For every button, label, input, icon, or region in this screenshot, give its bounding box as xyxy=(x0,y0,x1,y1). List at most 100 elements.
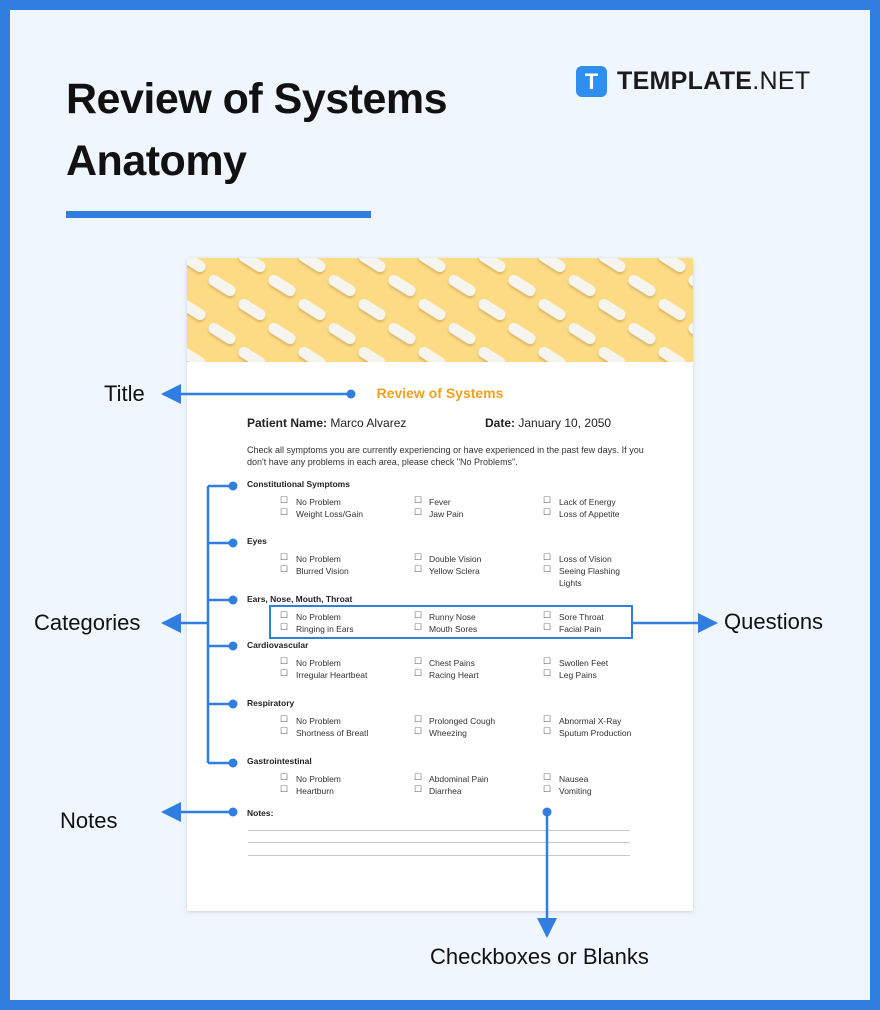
symptom-option: Wheezing xyxy=(429,728,467,738)
checkbox[interactable]: ☐ xyxy=(543,784,552,794)
pill-shape xyxy=(416,296,448,323)
checkbox[interactable]: ☐ xyxy=(543,668,552,678)
pill-shape xyxy=(236,258,268,275)
pill-shape xyxy=(187,344,208,362)
pill-banner-image xyxy=(187,258,693,362)
callout-categories: Categories xyxy=(34,610,141,635)
pill-shape xyxy=(266,272,298,299)
symptom-option: Seeing Flashing Lights xyxy=(559,566,620,588)
symptom-option: Facial Pain xyxy=(559,624,602,634)
brand-logo: T TEMPLATE.NET xyxy=(576,66,810,97)
checkbox[interactable]: ☐ xyxy=(414,656,423,666)
checkbox[interactable]: ☐ xyxy=(280,507,289,517)
symptom-option: Nausea xyxy=(559,774,589,784)
pill-shape xyxy=(536,296,568,323)
symptom-option: No Problem xyxy=(296,497,341,507)
pill-shape xyxy=(296,258,328,275)
symptom-option: Sputum Production xyxy=(559,728,632,738)
brand-name: TEMPLATE.NET xyxy=(617,67,810,96)
symptom-option: Sore Throat xyxy=(559,612,604,622)
pill-shape xyxy=(506,272,538,299)
pill-shape xyxy=(386,272,418,299)
category-heading: Ears, Nose, Mouth, Throat xyxy=(247,594,353,604)
pill-shape xyxy=(326,320,358,347)
checkbox[interactable]: ☐ xyxy=(414,564,423,574)
symptom-option: Blurred Vision xyxy=(296,566,349,576)
checkbox[interactable]: ☐ xyxy=(543,552,552,562)
checkbox[interactable]: ☐ xyxy=(543,495,552,505)
checkbox[interactable]: ☐ xyxy=(543,622,552,632)
symptom-option: Leg Pains xyxy=(559,670,597,680)
pill-shape xyxy=(236,344,268,362)
notes-line xyxy=(248,842,630,843)
symptom-option: No Problem xyxy=(296,774,341,784)
symptom-option: Mouth Sores xyxy=(429,624,478,634)
pill-shape xyxy=(596,296,628,323)
symptom-option: Jaw Pain xyxy=(429,509,464,519)
checkbox[interactable]: ☐ xyxy=(414,726,423,736)
checkbox[interactable]: ☐ xyxy=(414,507,423,517)
callout-title: Title xyxy=(104,381,145,406)
symptom-option: Vomiting xyxy=(559,786,592,796)
checkbox[interactable]: ☐ xyxy=(280,610,289,620)
checkbox[interactable]: ☐ xyxy=(414,784,423,794)
document-preview: Review of Systems Patient Name: Marco Al… xyxy=(187,258,693,911)
checkbox[interactable]: ☐ xyxy=(280,622,289,632)
callout-checkboxes: Checkboxes or Blanks xyxy=(430,944,649,969)
symptom-option: Chest Pains xyxy=(429,658,475,668)
symptom-option: Loss of Appetite xyxy=(559,509,620,519)
category-heading: Cardiovascular xyxy=(247,640,309,650)
checkbox[interactable]: ☐ xyxy=(280,726,289,736)
symptom-option: Shortness of Breatl xyxy=(296,728,369,738)
checkbox[interactable]: ☐ xyxy=(543,772,552,782)
patient-name-label: Patient Name: xyxy=(247,416,328,430)
pill-shape xyxy=(187,258,208,275)
callout-questions: Questions xyxy=(724,609,824,634)
pill-shape xyxy=(476,258,508,275)
pill-shape xyxy=(356,258,388,275)
category-heading: Constitutional Symptoms xyxy=(247,479,350,489)
checkbox[interactable]: ☐ xyxy=(543,564,552,574)
pill-shape xyxy=(187,296,208,323)
checkbox[interactable]: ☐ xyxy=(280,552,289,562)
pill-shape xyxy=(446,272,478,299)
pill-shape xyxy=(596,258,628,275)
checkbox[interactable]: ☐ xyxy=(543,610,552,620)
checkbox[interactable]: ☐ xyxy=(414,772,423,782)
checkbox[interactable]: ☐ xyxy=(414,552,423,562)
pill-shape xyxy=(206,272,238,299)
checkbox[interactable]: ☐ xyxy=(280,784,289,794)
category-heading: Respiratory xyxy=(247,698,295,708)
checkbox[interactable]: ☐ xyxy=(414,610,423,620)
notes-label: Notes: xyxy=(247,808,274,818)
checkbox[interactable]: ☐ xyxy=(543,714,552,724)
checkbox[interactable]: ☐ xyxy=(280,495,289,505)
pill-shape xyxy=(386,320,418,347)
brand-name-rest: .NET xyxy=(752,67,811,95)
checkbox[interactable]: ☐ xyxy=(414,495,423,505)
checkbox[interactable]: ☐ xyxy=(280,668,289,678)
category-heading: Eyes xyxy=(247,536,267,546)
symptom-option: No Problem xyxy=(296,612,341,622)
page-heading: Review of Systems Anatomy xyxy=(66,68,448,192)
symptom-option: Runny Nose xyxy=(429,612,476,622)
brand-name-bold: TEMPLATE xyxy=(617,67,753,95)
checkbox[interactable]: ☐ xyxy=(280,564,289,574)
symptom-option: Yellow Sclera xyxy=(429,566,480,576)
checkbox[interactable]: ☐ xyxy=(543,656,552,666)
symptom-option: Ringing in Ears xyxy=(296,624,354,634)
pill-shape xyxy=(686,272,693,299)
checkbox[interactable]: ☐ xyxy=(543,726,552,736)
checkbox[interactable]: ☐ xyxy=(543,507,552,517)
checkbox[interactable]: ☐ xyxy=(280,714,289,724)
checkbox[interactable]: ☐ xyxy=(280,772,289,782)
checkbox[interactable]: ☐ xyxy=(414,668,423,678)
pill-shape xyxy=(566,320,598,347)
pill-shape xyxy=(356,344,388,362)
pill-shape xyxy=(416,344,448,362)
checkbox[interactable]: ☐ xyxy=(414,714,423,724)
symptom-option: Abnormal X-Ray xyxy=(559,716,622,726)
checkbox[interactable]: ☐ xyxy=(280,656,289,666)
checkbox[interactable]: ☐ xyxy=(414,622,423,632)
symptom-option: Abdominal Pain xyxy=(429,774,489,784)
